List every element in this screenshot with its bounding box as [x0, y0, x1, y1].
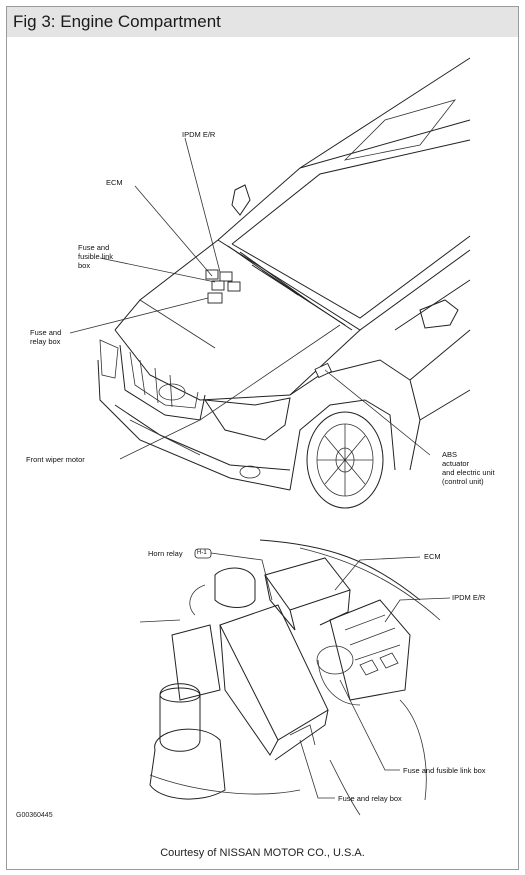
- label-ecm-top: ECM: [106, 178, 123, 187]
- label-fuse-relay-box-bottom: Fuse and relay box: [338, 794, 402, 803]
- vehicle-drawing: [97, 57, 471, 509]
- bottom-leader-lines: [210, 552, 451, 799]
- figure-code: G00360445: [16, 812, 53, 819]
- label-fuse-relay-box-top: Fuse and relay box: [30, 328, 61, 346]
- label-front-wiper-motor: Front wiper motor: [26, 455, 85, 464]
- label-horn-relay: Horn relay: [148, 549, 183, 558]
- label-line: relay box: [30, 337, 61, 346]
- label-ipdm-top: IPDM E/R: [182, 130, 216, 139]
- horn-relay-tag: [194, 548, 212, 559]
- top-leader-lines: [69, 137, 431, 460]
- label-line: ABS: [442, 450, 458, 459]
- label-ipdm-bottom: IPDM E/R: [452, 593, 486, 602]
- label-fuse-link-box-top: Fuse and fusible link box: [78, 243, 113, 270]
- title-bar: Fig 3: Engine Compartment: [7, 7, 518, 37]
- label-horn-relay-tag: H-1: [197, 550, 207, 556]
- label-line: (control unit): [442, 477, 484, 486]
- label-ecm-bottom: ECM: [424, 552, 441, 561]
- label-fuse-link-box-bottom: Fuse and fusible link box: [403, 766, 486, 775]
- label-line: Fuse and: [78, 243, 110, 252]
- credit-line: Courtesy of NISSAN MOTOR CO., U.S.A.: [160, 847, 365, 859]
- label-line: and electric unit: [442, 468, 495, 477]
- label-line: box: [78, 261, 91, 270]
- label-line: fusible link: [78, 252, 114, 261]
- label-abs-actuator: ABS actuator and electric unit (control …: [442, 450, 495, 486]
- figure-frame: Fig 3: Engine Compartment: [6, 6, 519, 870]
- engine-bay-drawing: [139, 539, 441, 816]
- figure-title: Fig 3: Engine Compartment: [13, 12, 221, 31]
- label-line: actuator: [442, 459, 470, 468]
- label-line: Fuse and: [30, 328, 62, 337]
